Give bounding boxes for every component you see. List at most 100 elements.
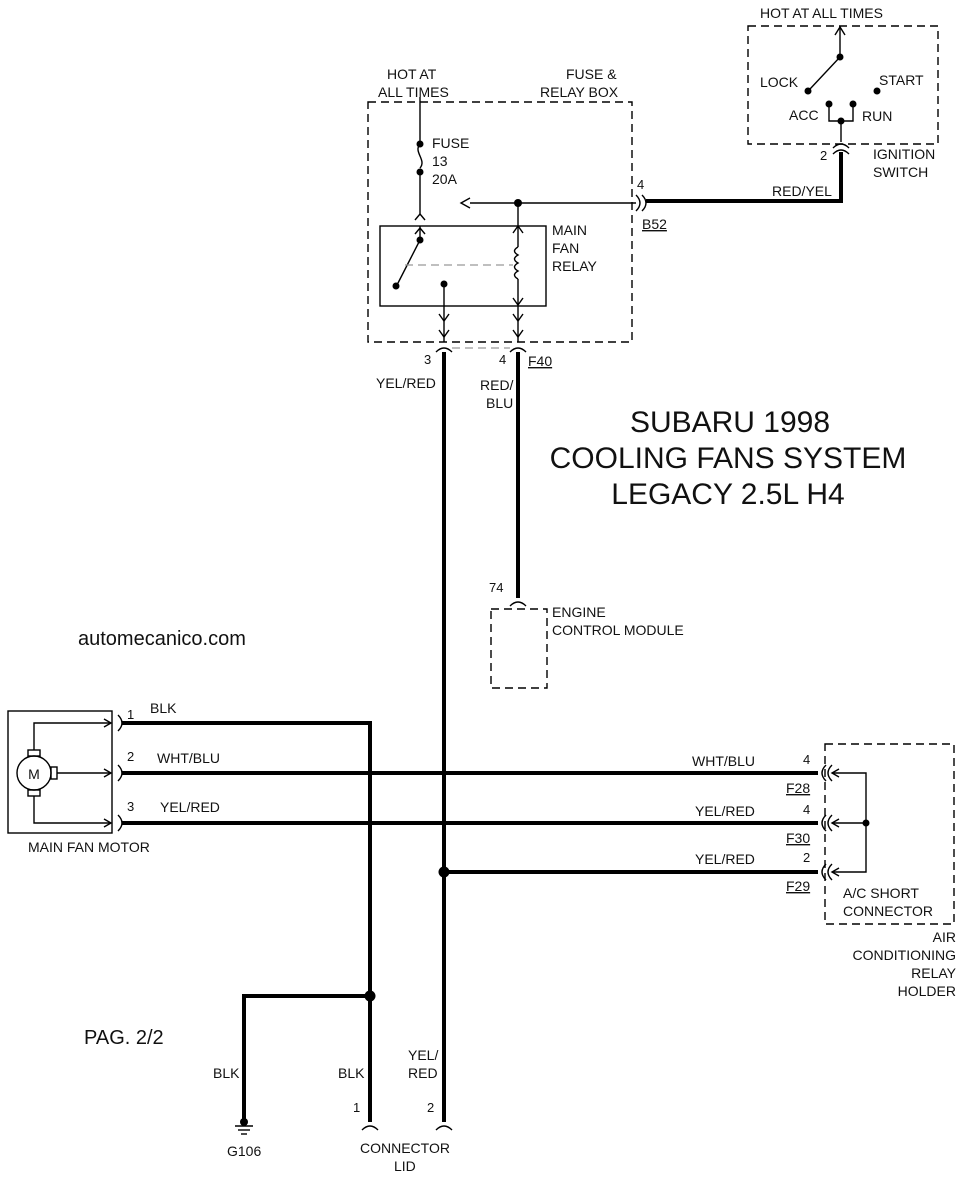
motor-brush-right [50,766,58,780]
ignition-feed-arrow [834,25,846,36]
motor-label: MAIN FAN MOTOR [28,839,150,855]
f40-label: F40 [528,353,552,369]
lid-pin-1: 1 [353,1100,360,1115]
fuse-hot-label-2: ALL TIMES [378,84,449,100]
ac-holder-label-3: RELAY [911,965,957,981]
fuse-relay-box-outline [367,101,633,343]
ignition-label-1: IGNITION [873,146,935,162]
fuse-box-label-1: FUSE & [566,66,617,82]
ignition-lock-label: LOCK [760,74,799,90]
website-label: automecanico.com [78,628,246,650]
relay-switch-blade [396,239,421,286]
motor-lead-1 [33,722,110,750]
relay-output-arrow-3a [438,313,450,323]
blk-ground-wire [242,994,370,1120]
motor-pin-2: 2 [127,749,134,764]
f29-connector [821,863,833,881]
f29-label: F29 [786,878,810,894]
main-fan-relay-box [379,225,547,307]
relay-label-3: RELAY [552,258,598,274]
motor-pin-3: 3 [127,799,134,814]
ignition-start-contact [873,87,881,95]
fuse-label-3: 20A [432,171,458,187]
f29-pin: 2 [803,850,810,865]
ac-short-label-2: CONNECTOR [843,903,933,919]
motor-brush-bottom [27,789,41,797]
fuse-out-arrow [414,212,426,221]
ignition-pin-2: 2 [820,148,827,163]
page-number: PAG. 2/2 [84,1027,164,1049]
ac-short-junction [862,819,870,827]
coil-feed-arrow-left [459,197,471,209]
fuse-box-label-2: RELAY BOX [540,84,619,100]
f40-pin-3: 3 [424,352,431,367]
relay-label-2: FAN [552,240,579,256]
motor-pin-3-connector [117,814,123,832]
ignition-run-label: RUN [862,108,892,124]
diagram-title: SUBARU 1998 COOLING FANS SYSTEM LEGACY 2… [550,406,907,511]
f28-label: F28 [786,780,810,796]
motor-box [7,710,113,834]
f28-pin: 4 [803,752,810,767]
red-yel-wire [646,152,843,203]
lid-wire-1-label: BLK [338,1065,365,1081]
ecm-label-1: ENGINE [552,604,606,620]
ignition-switch: HOT AT ALL TIMES LOCK START ACC RUN 2 IG… [747,5,939,180]
motor-lead-3 [33,796,110,824]
ground-label: G106 [227,1143,261,1159]
ignition-lock-contact [804,87,812,95]
b52-connector [635,194,647,212]
relay-switch-arrow [414,226,426,235]
red-blu-label-1: RED/ [480,377,514,393]
motor-symbol-m: M [28,766,40,782]
fuse-label-1: FUSE [432,135,469,151]
f30-connector [821,814,833,832]
motor-lead-2-arrow [103,768,113,778]
ac-holder-label-4: HOLDER [898,983,956,999]
f28-connector [821,764,833,782]
ac-short-label-1: A/C SHORT [843,885,919,901]
ignition-pin-2-connector [832,143,850,155]
lid-wire-2-label-1: YEL/ [408,1047,438,1063]
ac-short-arrow-3 [830,867,840,877]
motor-lead-3-arrow [103,818,113,828]
motor-pin-1: 1 [127,707,134,722]
b52-label: B52 [642,216,667,232]
motor-wire-3-label: YEL/RED [160,799,220,815]
relay-output-arrow-4a [512,313,524,323]
fuse-13-symbol [417,143,423,169]
red-yel-wire-label: RED/YEL [772,183,832,199]
fuse-hot-label-1: HOT AT [387,66,437,82]
title-line-1: SUBARU 1998 [630,406,830,439]
motor-pin-2-connector [117,764,123,782]
yel-red-splice-dot [438,866,450,878]
blk-splice-dot [364,990,376,1002]
relay-coil-out-arrow [512,297,524,307]
ignition-hot-label: HOT AT ALL TIMES [760,5,883,21]
ac-holder-box [824,743,955,925]
ground-wire-label: BLK [213,1065,240,1081]
f29-wire-label: YEL/RED [695,851,755,867]
ignition-acc-label: ACC [789,107,819,123]
f40-pin-4: 4 [499,352,506,367]
motor-brush-top [27,749,41,757]
motor-lead-1-arrow [103,718,113,728]
f28-wire-label: WHT/BLU [692,753,755,769]
lid-label-2: LID [394,1158,416,1174]
relay-coil-symbol [513,246,520,280]
fuse-relay-box: HOT AT ALL TIMES FUSE & RELAY BOX FUSE 1… [367,66,667,369]
lid-label-1: CONNECTOR [360,1140,450,1156]
connector-lid: BLK 1 YEL/ RED 2 CONNECTOR LID [338,1047,453,1174]
lid-wire-2-label-2: RED [408,1065,438,1081]
ac-holder-label-1: AIR [933,929,956,945]
ac-holder-label-2: CONDITIONING [853,947,956,963]
relay-label-1: MAIN [552,222,587,238]
red-blu-label-2: BLU [486,395,513,411]
title-line-3: LEGACY 2.5L H4 [611,478,844,511]
lid-pin-2: 2 [427,1100,434,1115]
f40-connector [435,347,527,353]
ecm-box [490,608,548,689]
relay-switch-contact [392,282,400,290]
motor-pin-1-connector [117,714,123,732]
engine-control-module: 74 ENGINE CONTROL MODULE [489,580,684,689]
